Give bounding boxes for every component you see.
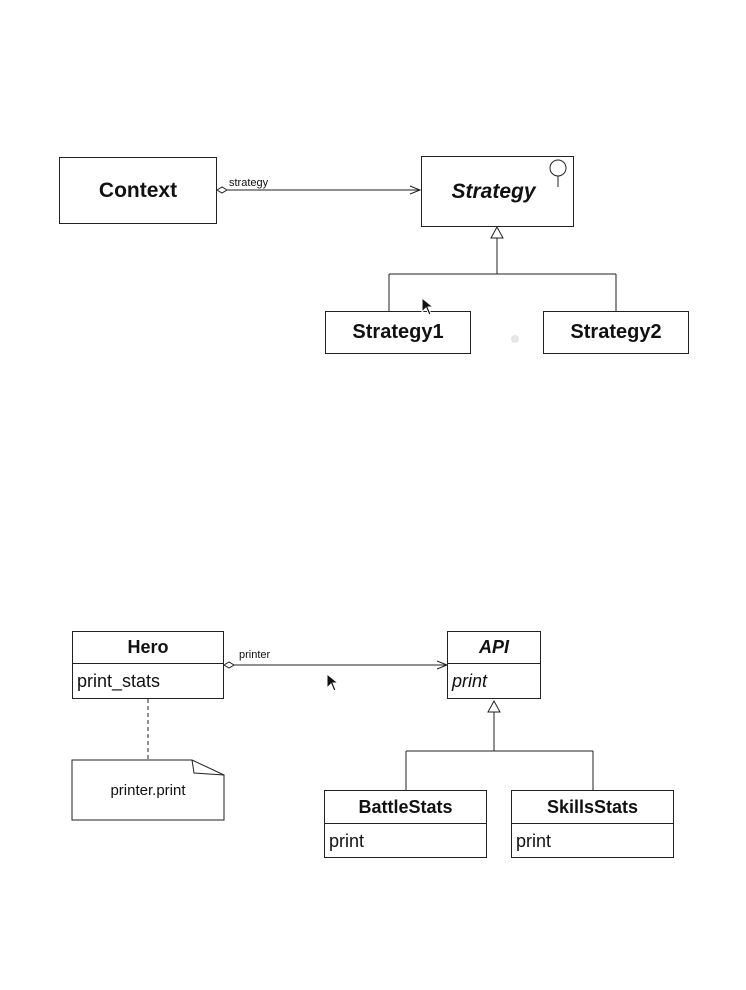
association-label-printer: printer — [239, 649, 271, 661]
api-interface[interactable]: API print — [447, 631, 541, 699]
faint-dot — [511, 335, 519, 343]
association-arrowhead — [409, 185, 422, 195]
cursor-icon — [421, 297, 435, 316]
battlestats-class-name: BattleStats — [325, 791, 486, 824]
api-interface-name: API — [448, 632, 540, 664]
battlestats-operation: print — [329, 830, 365, 851]
battlestats-class[interactable]: BattleStats print — [324, 790, 487, 858]
strategy1-class[interactable]: Strategy1 — [325, 311, 471, 354]
hero-class[interactable]: Hero print_stats — [72, 631, 224, 699]
context-class[interactable]: Context — [59, 157, 217, 224]
strategy-interface-name: Strategy — [451, 179, 536, 203]
note-text: printer.print — [110, 781, 186, 799]
generalization-triangle-api — [487, 699, 501, 713]
api-operation: print — [452, 670, 488, 691]
skillsstats-operation: print — [516, 830, 552, 851]
strategy2-class[interactable]: Strategy2 — [543, 311, 689, 354]
strategy1-class-name: Strategy1 — [352, 321, 444, 343]
note-shape — [71, 759, 225, 821]
aggregation-diamond-hero — [223, 661, 235, 669]
strategy-interface[interactable]: Strategy — [421, 156, 574, 227]
cursor-icon-2 — [326, 673, 340, 692]
association-label-strategy: strategy — [229, 177, 269, 189]
hero-operation: print_stats — [77, 670, 161, 691]
strategy2-class-name: Strategy2 — [570, 321, 662, 343]
hero-class-name: Hero — [73, 632, 223, 664]
context-class-name: Context — [98, 178, 178, 202]
skillsstats-class-name: SkillsStats — [512, 791, 673, 824]
generalization-triangle — [490, 225, 504, 239]
skillsstats-class[interactable]: SkillsStats print — [511, 790, 674, 858]
aggregation-diamond — [216, 186, 228, 194]
